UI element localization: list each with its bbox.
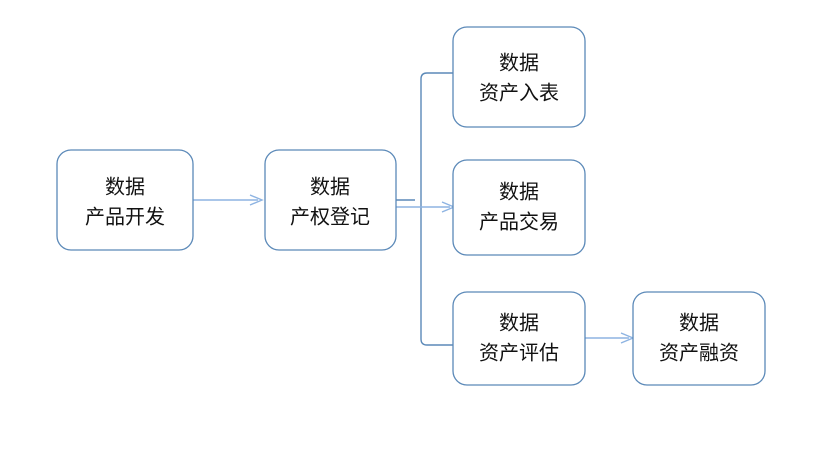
- node-shape[interactable]: [632, 291, 766, 386]
- node-data-product-development[interactable]: 数据 产品开发: [56, 149, 194, 251]
- node-shape[interactable]: [56, 149, 194, 251]
- node-data-asset-financing[interactable]: 数据 资产融资: [632, 291, 766, 386]
- node-label-line1: 数据: [499, 180, 539, 204]
- edge-registration-branch-trunk: [396, 72, 453, 346]
- edge-development-to-registration: [193, 194, 264, 206]
- node-label-line1: 数据: [310, 175, 350, 199]
- node-data-product-transaction[interactable]: 数据 产品交易: [452, 159, 586, 256]
- node-shape[interactable]: [452, 291, 586, 386]
- node-data-asset-valuation[interactable]: 数据 资产评估: [452, 291, 586, 386]
- node-label-line2: 产品交易: [479, 210, 559, 234]
- node-data-property-registration[interactable]: 数据 产权登记: [264, 149, 397, 251]
- arrow-head-icon: [249, 194, 264, 206]
- trunk-vertical: [420, 72, 453, 346]
- edge-registration-to-transaction: [396, 201, 456, 213]
- node-data-asset-listing[interactable]: 数据 资产入表: [452, 26, 586, 128]
- node-label-line1: 数据: [679, 311, 719, 335]
- node-label-line1: 数据: [499, 311, 539, 335]
- node-label-line2: 资产入表: [479, 81, 559, 105]
- node-shape[interactable]: [452, 159, 586, 256]
- node-shape[interactable]: [264, 149, 397, 251]
- edge-valuation-to-financing: [585, 332, 635, 344]
- node-label-line1: 数据: [105, 175, 145, 199]
- node-label-line2: 资产评估: [479, 341, 559, 365]
- node-label-line2: 产品开发: [85, 205, 165, 229]
- node-label-line2: 资产融资: [659, 341, 739, 365]
- node-shape[interactable]: [452, 26, 586, 128]
- node-label-line1: 数据: [499, 51, 539, 75]
- node-label-line2: 产权登记: [290, 205, 370, 229]
